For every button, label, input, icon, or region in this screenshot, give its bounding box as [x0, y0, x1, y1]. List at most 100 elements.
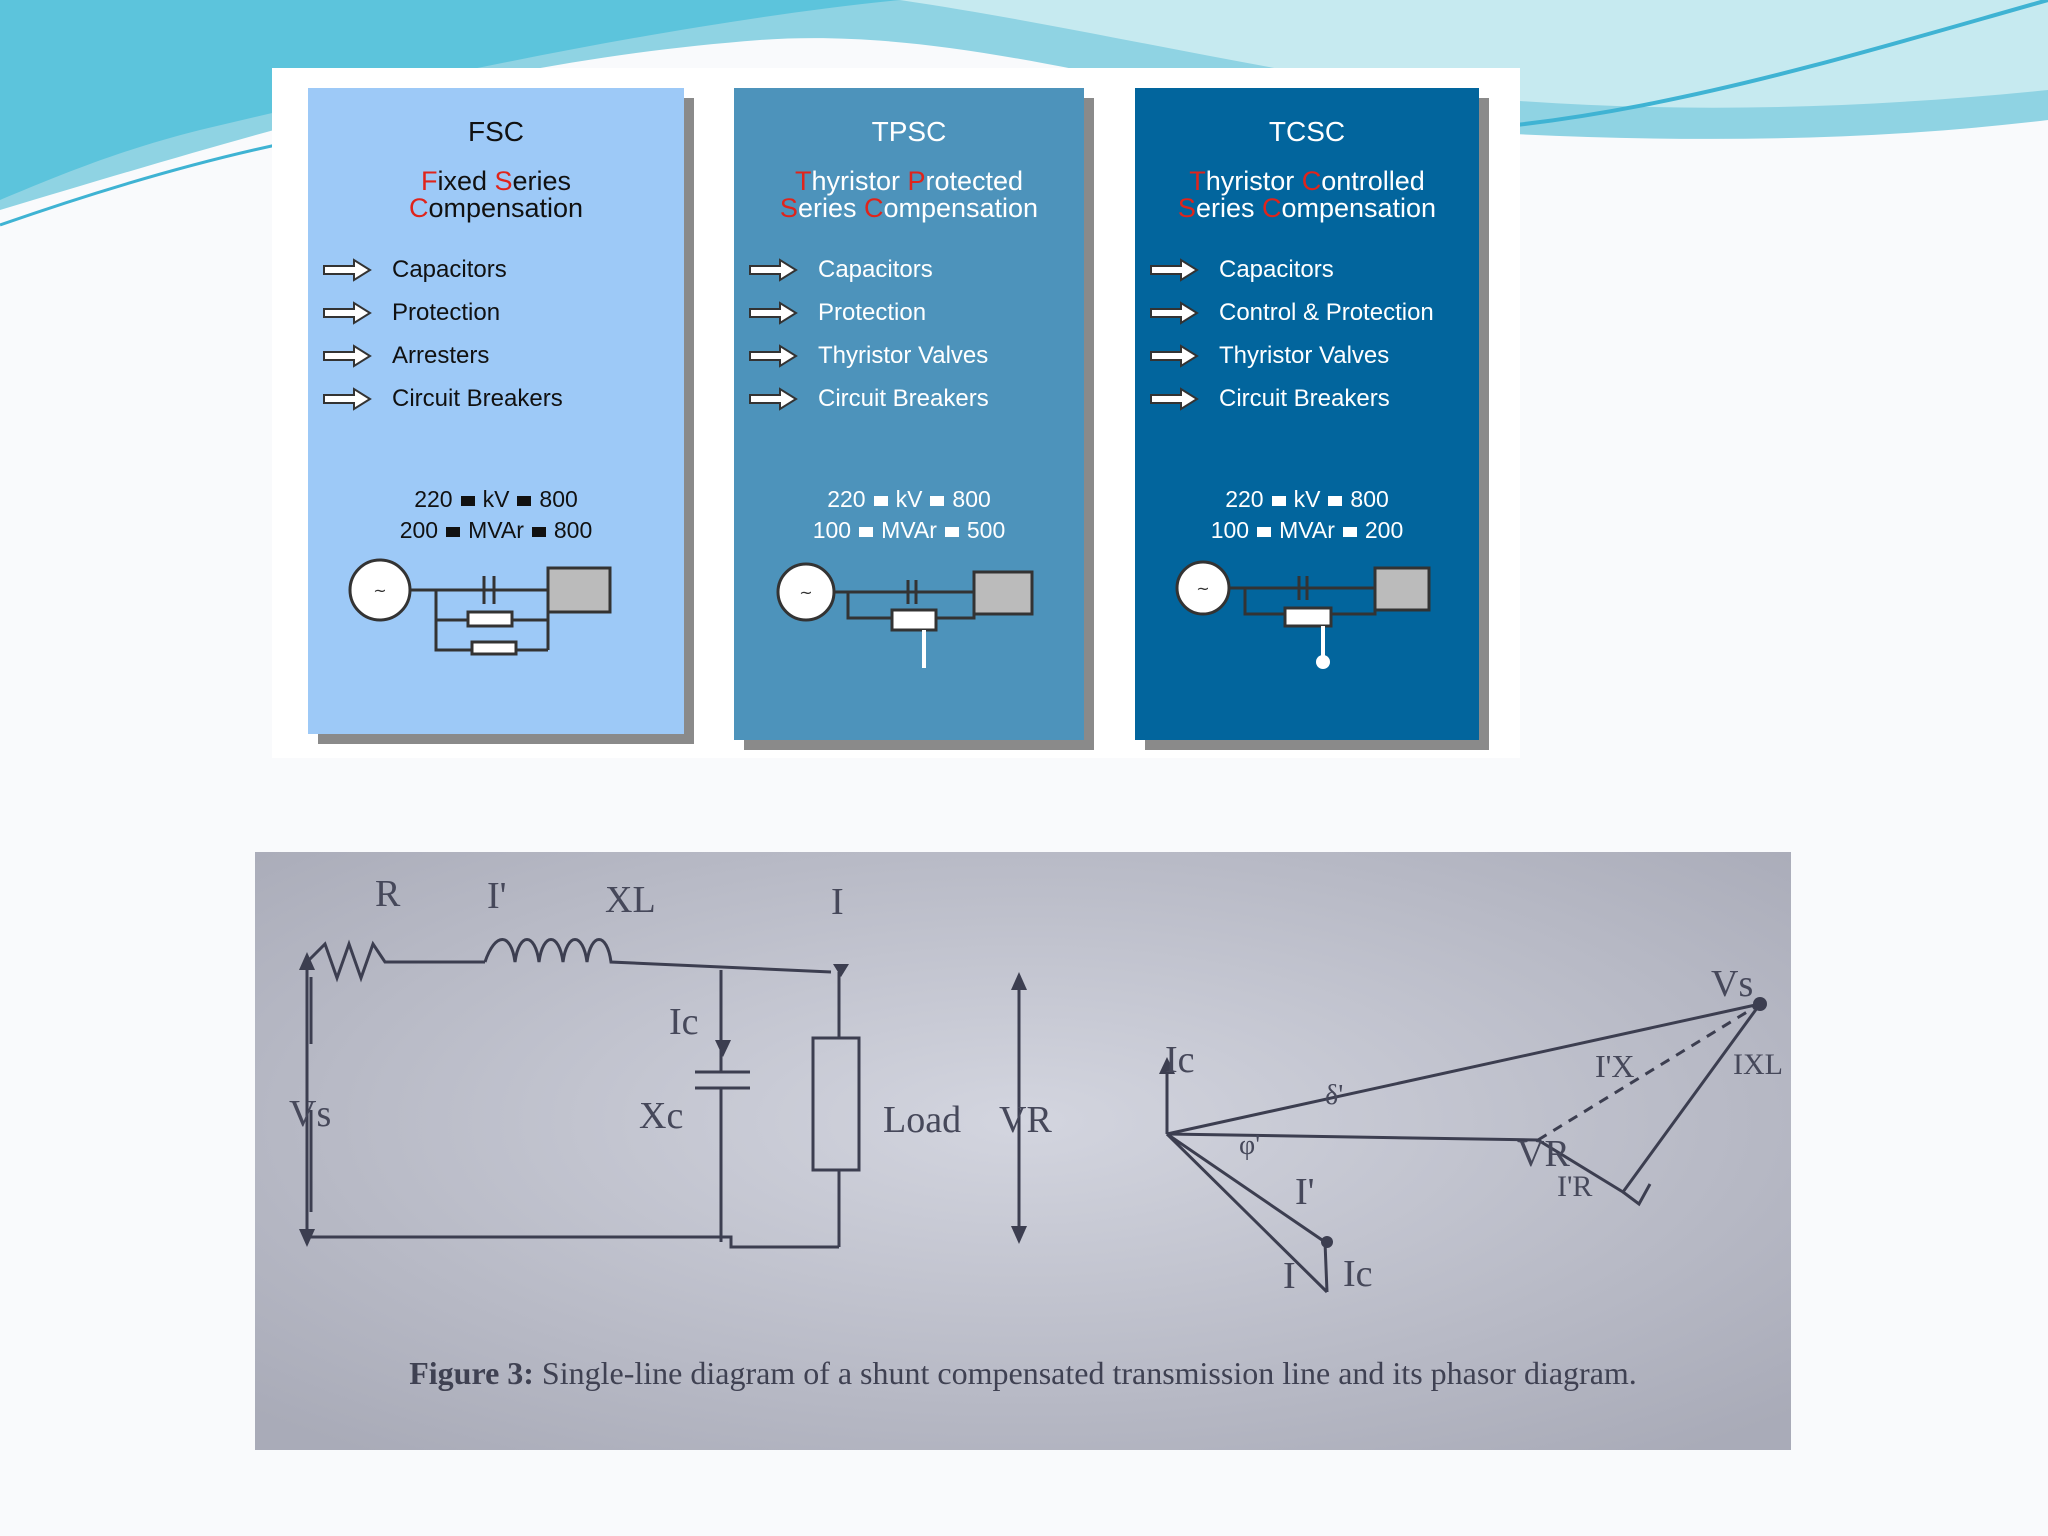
full-name-line-1: Thyristor Protected — [734, 168, 1084, 195]
list-item: Control & Protection — [1149, 291, 1434, 334]
label-ic: Ic — [669, 1001, 699, 1043]
rating-unit: MVAr — [881, 517, 937, 543]
name-fragment: eries — [1195, 193, 1262, 223]
arrow-right-icon — [749, 257, 798, 282]
inductor-symbol — [483, 938, 832, 974]
label-vr: VR — [999, 1099, 1052, 1141]
list-item-label: Protection — [818, 298, 927, 326]
name-fragment: ompensation — [428, 193, 584, 223]
label-vs-phasor: Vs — [1711, 963, 1754, 1005]
full-name-line-1: Fixed Series — [308, 168, 684, 195]
less-equal-mark — [1328, 495, 1343, 506]
svg-text:~: ~ — [373, 581, 386, 600]
rating-low: 220 — [827, 486, 866, 512]
list-item: Protection — [322, 291, 563, 334]
less-equal-mark — [873, 495, 888, 506]
initial-letter: C — [1301, 166, 1322, 196]
network-block — [972, 570, 1034, 616]
control-icon — [1316, 655, 1330, 669]
list-item-label: Arresters — [392, 341, 490, 369]
less-equal-mark — [460, 495, 475, 506]
less-equal-mark — [930, 495, 945, 506]
rating-high: 500 — [966, 517, 1006, 543]
i-prime-phasor — [1165, 1132, 1329, 1294]
arrow-right-icon — [1150, 300, 1199, 325]
list-item: Arresters — [322, 334, 563, 377]
list-item: Capacitors — [748, 248, 989, 291]
figure-photo: R I' XL I Ic Xc Load Vs VR Ic Vs VR I' I… — [255, 852, 1791, 1450]
list-item-label: Capacitors — [818, 255, 933, 283]
initial-letter: S — [779, 193, 798, 223]
vr-phasor — [1166, 1132, 1539, 1142]
rating-low: 100 — [812, 517, 852, 543]
list-item: Capacitors — [1149, 248, 1434, 291]
arrow-right-icon — [1150, 343, 1199, 368]
card-full-name: Fixed Series Compensation — [308, 168, 684, 222]
name-fragment: rotected — [925, 166, 1024, 196]
list-item-label: Circuit Breakers — [392, 384, 563, 412]
rating-low: 100 — [1210, 517, 1250, 543]
arrow-right-icon — [323, 343, 372, 368]
list-item: Protection — [748, 291, 989, 334]
arrow-right-icon — [749, 386, 798, 411]
card-fsc: F S C Fixed Series Compensation Capacitors… — [308, 88, 684, 734]
label-load: Load — [883, 1099, 962, 1141]
name-fragment: hyristor — [811, 166, 908, 196]
initial-letter: F — [420, 166, 438, 196]
arrow-right-icon — [1150, 386, 1199, 411]
name-fragment: ompensation — [1281, 193, 1437, 223]
label-ic-phasor: Ic — [1165, 1039, 1195, 1081]
list-item: Thyristor Valves — [748, 334, 989, 377]
label-vs: Vs — [289, 1093, 332, 1135]
protection-element — [466, 610, 514, 628]
caption-label: Figure 3: — [409, 1355, 534, 1391]
card-tpsc: TPSC Thyristor Protected Series Compensa… — [734, 88, 1084, 740]
list-item-label: Capacitors — [1219, 255, 1334, 283]
fsc-circuit-diagram: ~ — [348, 558, 612, 656]
component-list: Capacitors Control & Protection Thyristo… — [1149, 248, 1434, 420]
name-fragment: ixed — [437, 166, 495, 196]
arrow-right-icon — [749, 343, 798, 368]
rating-low: 220 — [414, 486, 453, 512]
label-vr-phasor: VR — [1517, 1133, 1570, 1175]
name-fragment: ontrolled — [1321, 166, 1425, 196]
name-fragment: hyristor — [1205, 166, 1302, 196]
less-equal-mark — [1342, 526, 1357, 537]
list-item-label: Control & Protection — [1219, 298, 1434, 326]
label-i-prime-phasor: I' — [1295, 1171, 1315, 1213]
list-item-label: Thyristor Valves — [1219, 341, 1390, 369]
label-angle-phi: φ' — [1239, 1130, 1261, 1161]
list-item: Circuit Breakers — [322, 377, 563, 420]
less-equal-mark — [944, 526, 959, 537]
thyristor-valve — [890, 608, 938, 632]
list-item: Thyristor Valves — [1149, 334, 1434, 377]
less-equal-mark — [446, 526, 461, 537]
less-equal-mark — [859, 526, 874, 537]
shunt-compensation-diagram — [255, 852, 1791, 1450]
thyristor-valve — [1283, 606, 1333, 628]
initial-letter: C — [863, 193, 884, 223]
vs-phasor — [1166, 1002, 1761, 1136]
list-item-label: Protection — [392, 298, 501, 326]
list-item-label: Capacitors — [392, 255, 507, 283]
initial-letter: C — [408, 193, 429, 223]
initial-letter: S — [494, 166, 513, 196]
card-title: TCSC — [1268, 116, 1346, 147]
list-item: Circuit Breakers — [748, 377, 989, 420]
list-item: Circuit Breakers — [1149, 377, 1434, 420]
rating-unit: MVAr — [468, 517, 524, 543]
full-name-line-2: Compensation — [308, 195, 684, 222]
initial-letter: C — [1261, 193, 1282, 223]
rating-low: 200 — [399, 517, 439, 543]
tpsc-circuit-diagram: ~ — [776, 562, 1034, 668]
power-rating: 100 MVAr 500 — [734, 515, 1084, 546]
label-r: R — [375, 873, 401, 915]
full-name-line-2: Series Compensation — [734, 195, 1084, 222]
network-block — [546, 566, 612, 614]
list-item: Capacitors — [322, 248, 563, 291]
